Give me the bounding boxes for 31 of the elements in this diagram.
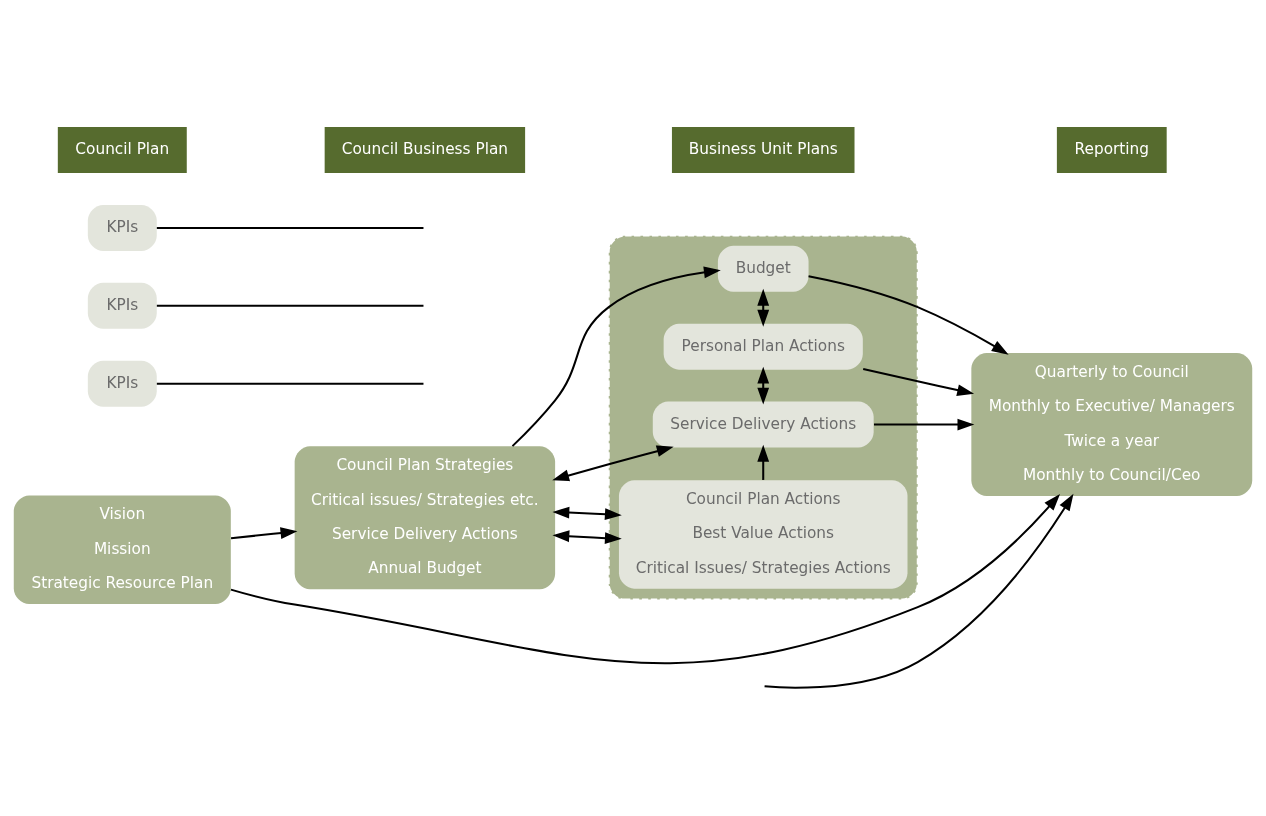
arrow <box>874 418 975 431</box>
label: Council Plan <box>75 140 170 159</box>
arrow <box>552 506 622 521</box>
label: Business Unit Plans <box>688 140 838 159</box>
arrow <box>862 367 975 396</box>
arrow <box>757 366 770 405</box>
label: Reporting <box>1074 140 1150 159</box>
arrow <box>511 266 721 447</box>
connector <box>156 382 424 385</box>
arrow <box>230 527 298 540</box>
node-box: Budget <box>717 245 809 292</box>
arrow <box>764 493 1074 689</box>
node-box: Council Plan Actions Best Value Actions Critical Issues/ Strategies Actions <box>618 480 908 589</box>
cluster <box>607 234 919 601</box>
node-box: Quarterly to Council Monthly to Executive/ Managers Twice a year Monthly to Council/Ceo <box>971 353 1253 497</box>
node-box: KPIs <box>87 360 157 407</box>
arrow <box>757 288 770 327</box>
node-box: Service Delivery Actions <box>652 401 874 448</box>
arrow <box>552 445 674 482</box>
connector <box>156 226 424 229</box>
node-box: Vision Mission Strategic Resource Plan <box>13 495 231 604</box>
node-box: Personal Plan Actions <box>663 323 863 370</box>
node-box: KPIs <box>87 282 157 329</box>
arrow <box>552 530 622 544</box>
arrow <box>230 493 1061 664</box>
node-box: Council Plan Strategies Critical issues/ Strategies etc. Service Delivery Actions Annual Budget <box>294 446 556 590</box>
arrow <box>808 275 1009 355</box>
label: Council Business Plan <box>341 140 509 159</box>
connector <box>156 304 424 307</box>
node-box: KPIs <box>87 205 157 251</box>
arrow <box>757 444 770 480</box>
